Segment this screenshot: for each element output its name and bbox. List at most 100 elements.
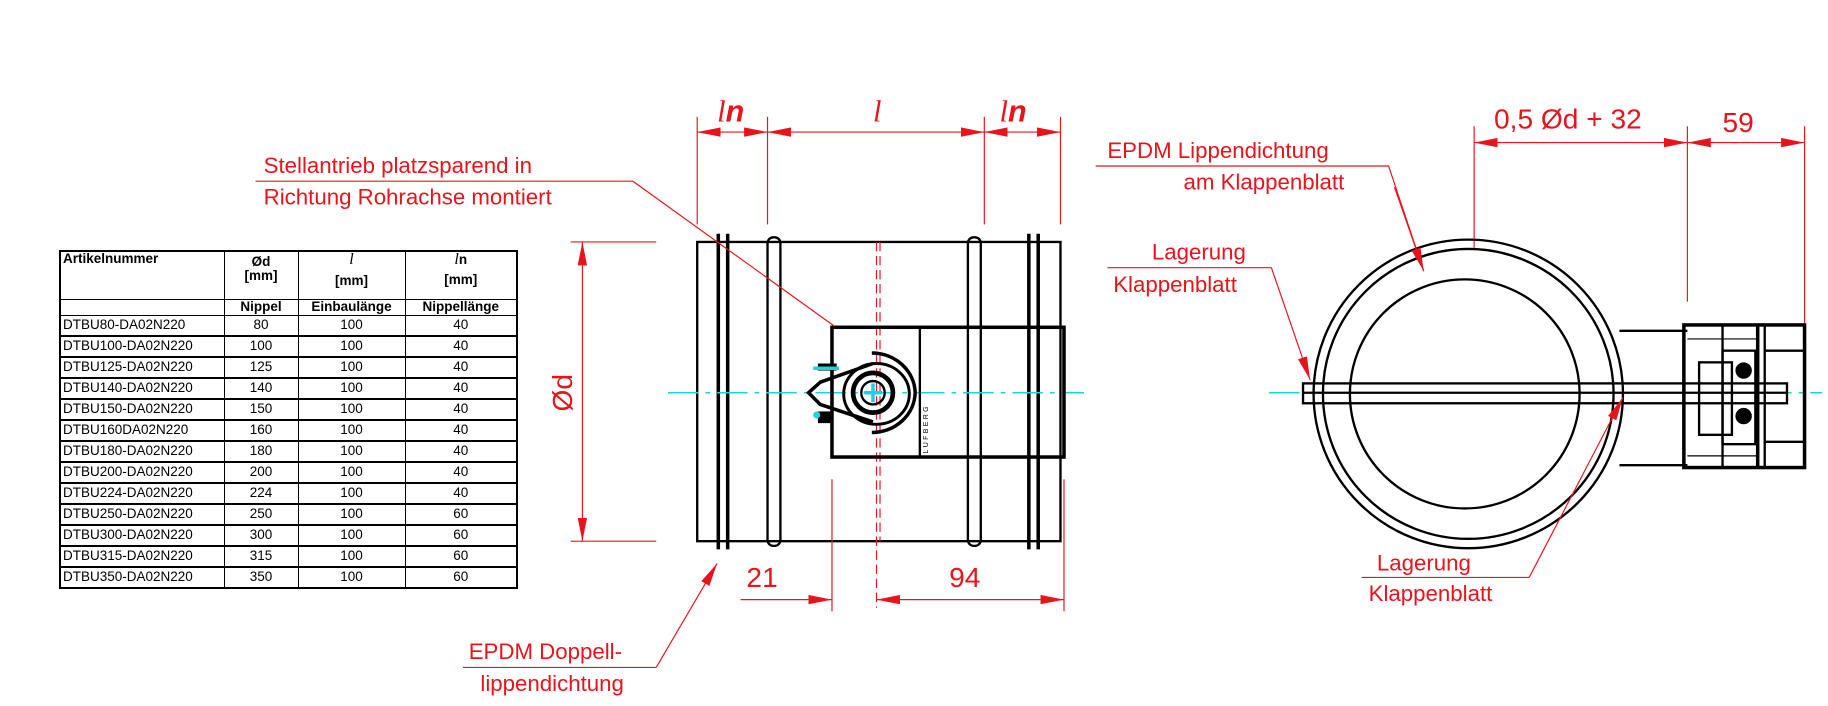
svg-text:Stellantrieb platzsparend in: Stellantrieb platzsparend in bbox=[264, 153, 532, 178]
cell-article-number: DTBU160DA02N220 bbox=[59, 419, 225, 442]
cell-nipple-length: 40 bbox=[404, 482, 518, 505]
cell-install-length: 100 bbox=[297, 461, 406, 484]
cell-install-length: 100 bbox=[297, 440, 406, 463]
svg-text:Lagerung: Lagerung bbox=[1377, 550, 1471, 575]
cell-nipple-length: 40 bbox=[404, 377, 518, 400]
svg-text:lippendichtung: lippendichtung bbox=[480, 671, 623, 696]
dimension-bottom: 21 94 bbox=[740, 479, 1065, 612]
callout-double-lip-seal: EPDM Doppell- lippendichtung bbox=[462, 563, 718, 696]
cell-nipple-length: 40 bbox=[404, 419, 518, 442]
cell-diameter: 224 bbox=[223, 482, 299, 505]
cell-nipple-length: 60 bbox=[404, 503, 518, 526]
callout-lip-seal: EPDM Lippendichtung am Klappenblatt bbox=[1095, 138, 1425, 272]
cell-diameter: 350 bbox=[223, 566, 299, 589]
actuator: LUFBERG bbox=[805, 325, 1066, 459]
cell-article-number: DTBU180-DA02N220 bbox=[59, 440, 225, 463]
cell-nipple-length: 60 bbox=[404, 566, 518, 589]
dimension-front-top: 0,5 Ød + 32 59 bbox=[1473, 104, 1806, 334]
cell-diameter: 250 bbox=[223, 503, 299, 526]
cell-article-number: DTBU250-DA02N220 bbox=[59, 503, 225, 526]
cell-article-number: DTBU140-DA02N220 bbox=[59, 377, 225, 400]
cell-install-length: 100 bbox=[297, 314, 406, 337]
svg-text:Klappenblatt: Klappenblatt bbox=[1369, 581, 1494, 606]
cell-article-number: DTBU224-DA02N220 bbox=[59, 482, 225, 505]
dim-diameter-label: Ød bbox=[547, 374, 578, 411]
header-install-length: l[mm] bbox=[297, 250, 406, 300]
cell-install-length: 100 bbox=[297, 377, 406, 400]
dimension-top-chain: ln l ln bbox=[696, 95, 1062, 225]
cell-nipple-length: 60 bbox=[404, 545, 518, 568]
actuator-brand: LUFBERG bbox=[923, 404, 930, 453]
cell-diameter: 315 bbox=[223, 545, 299, 568]
cell-diameter: 160 bbox=[223, 419, 299, 442]
cell-nipple-length: 60 bbox=[404, 524, 518, 547]
cell-article-number: DTBU315-DA02N220 bbox=[59, 545, 225, 568]
cell-article-number: DTBU300-DA02N220 bbox=[59, 524, 225, 547]
cell-diameter: 140 bbox=[223, 377, 299, 400]
header-nipple-length: ln[mm] bbox=[404, 250, 518, 300]
header-blank bbox=[59, 298, 225, 316]
dim-nipple-length-right: ln bbox=[1000, 95, 1027, 129]
header-nippellaenge: Nippellänge bbox=[404, 298, 518, 316]
cell-diameter: 200 bbox=[223, 461, 299, 484]
damper-tube bbox=[696, 233, 1062, 550]
cell-nipple-length: 40 bbox=[404, 314, 518, 337]
dim-94: 94 bbox=[949, 562, 980, 593]
dim-21: 21 bbox=[746, 562, 777, 593]
cell-article-number: DTBU100-DA02N220 bbox=[59, 335, 225, 358]
svg-text:am Klappenblatt: am Klappenblatt bbox=[1184, 169, 1346, 194]
callout-bearing-right: Lagerung Klappenblatt bbox=[1361, 397, 1624, 606]
svg-text:Lagerung: Lagerung bbox=[1152, 240, 1246, 265]
cell-install-length: 100 bbox=[297, 398, 406, 421]
svg-text:EPDM Doppell-: EPDM Doppell- bbox=[469, 639, 622, 664]
cell-install-length: 100 bbox=[297, 356, 406, 379]
cell-diameter: 180 bbox=[223, 440, 299, 463]
cell-diameter: 80 bbox=[223, 314, 299, 337]
front-view: 0,5 Ød + 32 59 bbox=[1095, 104, 1823, 606]
cell-install-length: 100 bbox=[297, 545, 406, 568]
cell-nipple-length: 40 bbox=[404, 335, 518, 358]
cell-install-length: 100 bbox=[297, 566, 406, 589]
cell-article-number: DTBU200-DA02N220 bbox=[59, 461, 225, 484]
cell-install-length: 100 bbox=[297, 482, 406, 505]
actuator-front bbox=[1682, 323, 1807, 470]
side-view: ln l ln Ød bbox=[255, 95, 1084, 696]
cell-article-number: DTBU350-DA02N220 bbox=[59, 566, 225, 589]
actuator-bracket bbox=[1619, 329, 1688, 467]
cell-nipple-length: 40 bbox=[404, 440, 518, 463]
svg-text:Richtung Rohrachse montiert: Richtung Rohrachse montiert bbox=[264, 185, 553, 210]
svg-text:EPDM Lippendichtung: EPDM Lippendichtung bbox=[1107, 138, 1328, 163]
cell-install-length: 100 bbox=[297, 524, 406, 547]
callout-bearing-left: Lagerung Klappenblatt bbox=[1107, 240, 1311, 381]
cell-article-number: DTBU150-DA02N220 bbox=[59, 398, 225, 421]
cell-diameter: 100 bbox=[223, 335, 299, 358]
cell-diameter: 125 bbox=[223, 356, 299, 379]
dim-install-length: l bbox=[873, 95, 881, 129]
damper-blade bbox=[1301, 382, 1789, 405]
shaft-coupling-icon bbox=[850, 370, 896, 415]
header-diameter: Ød[mm] bbox=[223, 250, 299, 300]
dimension-diameter: Ød bbox=[547, 241, 657, 542]
cell-diameter: 300 bbox=[223, 524, 299, 547]
cell-install-length: 100 bbox=[297, 503, 406, 526]
cell-nipple-length: 40 bbox=[404, 398, 518, 421]
cell-nipple-length: 40 bbox=[404, 356, 518, 379]
dim-half-diameter-plus-32: 0,5 Ød + 32 bbox=[1494, 104, 1642, 135]
header-nippel: Nippel bbox=[223, 298, 299, 316]
cell-diameter: 150 bbox=[223, 398, 299, 421]
cell-article-number: DTBU80-DA02N220 bbox=[59, 314, 225, 337]
header-article-number: Artikelnummer bbox=[59, 250, 225, 300]
svg-text:Klappenblatt: Klappenblatt bbox=[1113, 272, 1238, 297]
